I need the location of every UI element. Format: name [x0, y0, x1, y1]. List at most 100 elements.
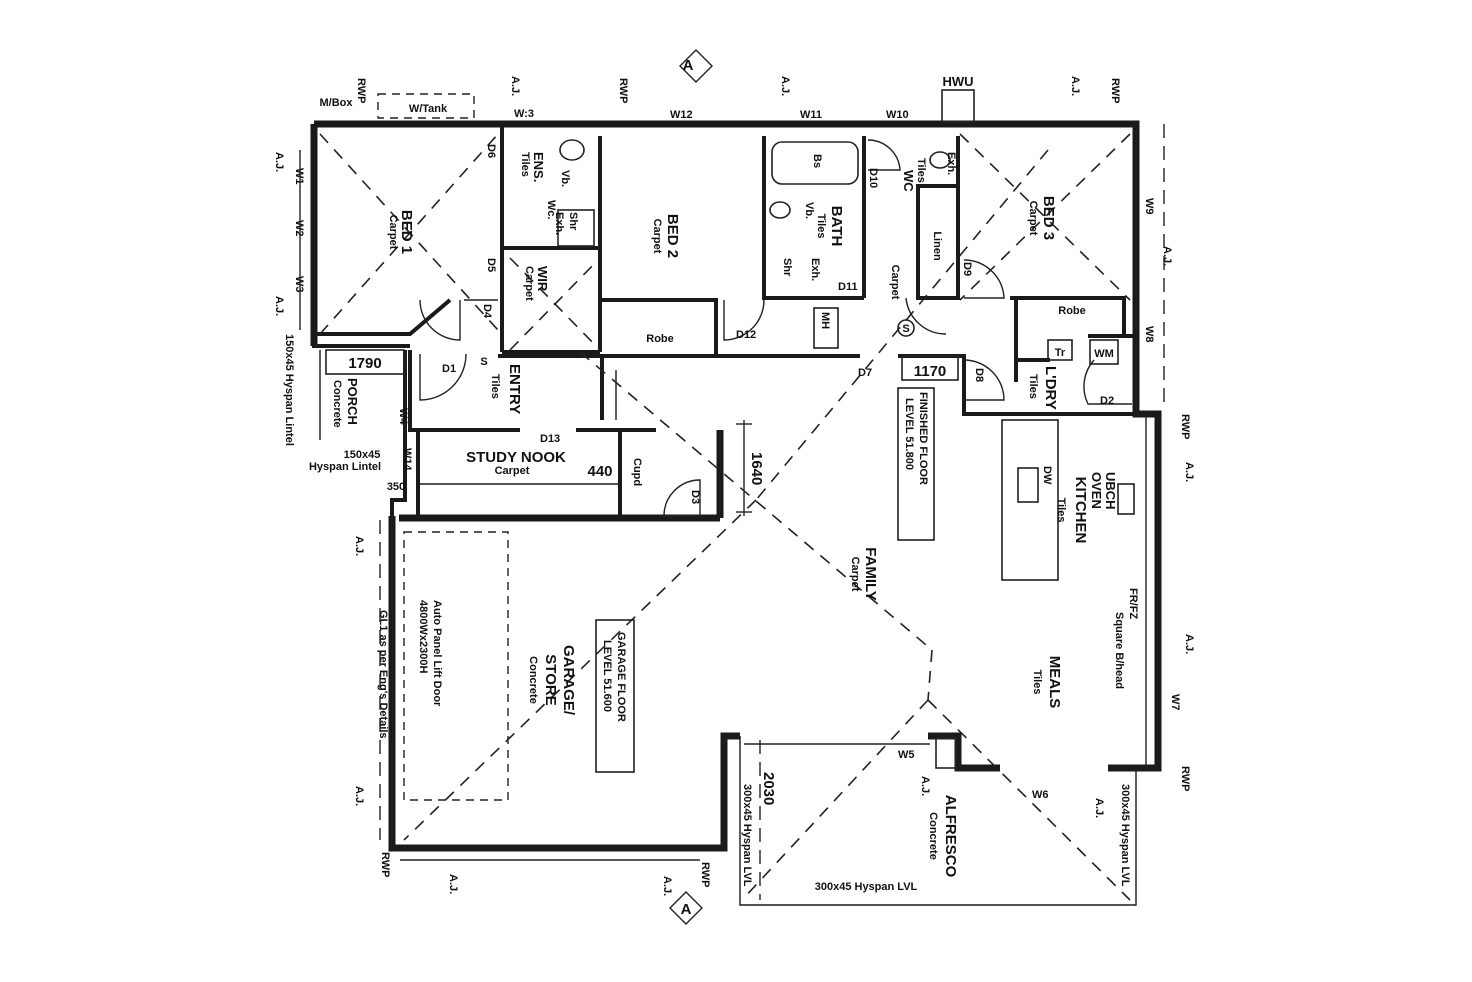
trough-icon — [1047, 339, 1073, 361]
window-w1: W1 — [293, 168, 305, 185]
room-labels: BED 1 Carpet ENS. Tiles WIR Carpet BED 2… — [331, 152, 1139, 878]
bed2-label: BED 2 — [664, 214, 681, 258]
door-d1: D1 — [442, 363, 456, 375]
entry-label: ENTRY — [506, 364, 523, 414]
rwp-top-2: RWP — [617, 78, 629, 103]
extension-lines — [299, 124, 1165, 900]
alfresco-label: ALFRESCO — [942, 795, 959, 878]
window-gl1: GL1 as per Eng's Details — [377, 610, 389, 739]
hwu-icon — [941, 89, 975, 123]
rwp-right-1: RWP — [1179, 414, 1191, 439]
aj-left-1: A.J. — [273, 152, 285, 172]
washing-machine-icon — [1089, 339, 1119, 365]
garage-floor-2: LEVEL 51.600 — [601, 640, 613, 712]
door-d2: D2 — [1100, 395, 1114, 407]
bed3-floor: Carpet — [1027, 201, 1039, 236]
dim-440: 440 — [587, 463, 612, 480]
dim-1790: 1790 — [348, 355, 381, 372]
family-label: FAMILY — [862, 547, 879, 601]
bed1-floor: Carpet — [387, 215, 399, 250]
shower-icon — [557, 209, 595, 247]
vb-label-ens: Vb. — [559, 170, 571, 187]
kitchen-dw: DW — [1041, 466, 1053, 485]
fixtures — [325, 49, 1135, 925]
wtank-label: W/Tank — [409, 103, 448, 115]
alfresco-lvl-bottom: 300x45 Hyspan LVL — [815, 881, 918, 893]
porch-lintel-size: 150x45 — [344, 449, 381, 461]
garage-floor-1: GARAGE FLOOR — [615, 632, 627, 722]
aj-left-4: A.J. — [353, 786, 365, 806]
dim-2030: 2030 — [760, 772, 777, 805]
door-d6: D6 — [485, 144, 497, 158]
door-d8: D8 — [973, 368, 985, 382]
basin-icon — [769, 201, 791, 219]
window-w5: W5 — [898, 749, 915, 761]
bath-tub-icon — [771, 141, 859, 185]
meals-label: MEALS — [1046, 656, 1063, 709]
finished-floor-1: FINISHED FLOOR — [917, 392, 929, 485]
bed2-robe: Robe — [646, 333, 674, 345]
bed2-floor: Carpet — [651, 219, 663, 254]
laundry-label: L'DRY — [1042, 366, 1059, 410]
aj-right-4: A.J. — [1093, 798, 1105, 818]
porch-floor: Concrete — [331, 380, 343, 428]
door-d10: D10 — [867, 168, 879, 188]
door-d4: D4 — [481, 304, 493, 319]
toilet-icon — [559, 139, 585, 161]
window-w8: W8 — [1143, 326, 1155, 343]
wm-label: WM — [1094, 348, 1114, 360]
bath-floor: Tiles — [815, 214, 827, 239]
window-w2: W2 — [293, 220, 305, 237]
door-d7: D7 — [858, 367, 872, 379]
rwp-top-1: RWP — [355, 78, 367, 103]
family-floor: Carpet — [849, 557, 861, 592]
smoke-detector-icon — [897, 319, 915, 337]
kitchen-floor: Tiles — [1055, 498, 1067, 523]
manhole-icon — [813, 307, 839, 349]
s-label-entry: S — [480, 356, 487, 368]
kitchen-bench — [1001, 419, 1059, 581]
internal-walls — [312, 124, 1136, 516]
door-d5: D5 — [485, 258, 497, 272]
cooktop-icon — [1117, 483, 1135, 515]
window-w9: W9 — [1143, 198, 1155, 215]
rwp-bottom-2: RWP — [699, 862, 711, 887]
external-markers: RWP RWP RWP RWP RWP RWP RWP A.J. A.J. A.… — [273, 57, 1195, 918]
finished-floor-2: LEVEL 51.800 — [903, 398, 915, 470]
bed1-label: BED 1 — [398, 210, 415, 254]
garage-door-2: 4800Wx2300H — [417, 600, 429, 673]
meter-box-icon — [935, 737, 957, 769]
linen-label: Linen — [931, 231, 943, 261]
aj-bottom-1: A.J. — [447, 874, 459, 894]
cupd-label: Cupd — [631, 458, 643, 486]
window-w6: W6 — [1032, 789, 1049, 801]
exh-label-bath: Exh. — [809, 258, 821, 281]
aj-left-3: A.J. — [353, 536, 365, 556]
window-w14: W14 — [401, 448, 413, 472]
window-w7: W7 — [1169, 694, 1181, 711]
outer-walls — [310, 120, 1162, 906]
ens-label: ENS. — [531, 152, 546, 182]
aj-right-1: A.J. — [1161, 246, 1173, 266]
window-w10: W10 — [886, 109, 909, 121]
alfresco-floor: Concrete — [927, 812, 939, 860]
wc-floor: Tiles — [915, 158, 927, 183]
exh-label-wc: Exh. — [945, 152, 957, 175]
hall-floor: Carpet — [889, 265, 901, 300]
bed3-label: BED 3 — [1040, 196, 1057, 240]
alfresco-lvl-right: 300x45 Hyspan LVL — [1119, 784, 1131, 887]
door-swings — [419, 139, 1132, 517]
door-d9: D9 — [961, 262, 973, 276]
ens-floor: Tiles — [519, 152, 531, 177]
garage-label-2: STORE — [542, 654, 559, 705]
section-a-top: A — [683, 57, 694, 74]
wc-label: WC — [901, 170, 916, 192]
rwp-bottom-1: RWP — [379, 852, 391, 877]
shr-label-ens: Shr — [567, 212, 579, 231]
diagonal-lines — [319, 133, 1131, 901]
section-marker-bottom — [669, 891, 703, 925]
dim-box-1790 — [325, 349, 405, 375]
wir-label: WIR — [535, 266, 550, 292]
aj-right-2: A.J. — [1183, 462, 1195, 482]
